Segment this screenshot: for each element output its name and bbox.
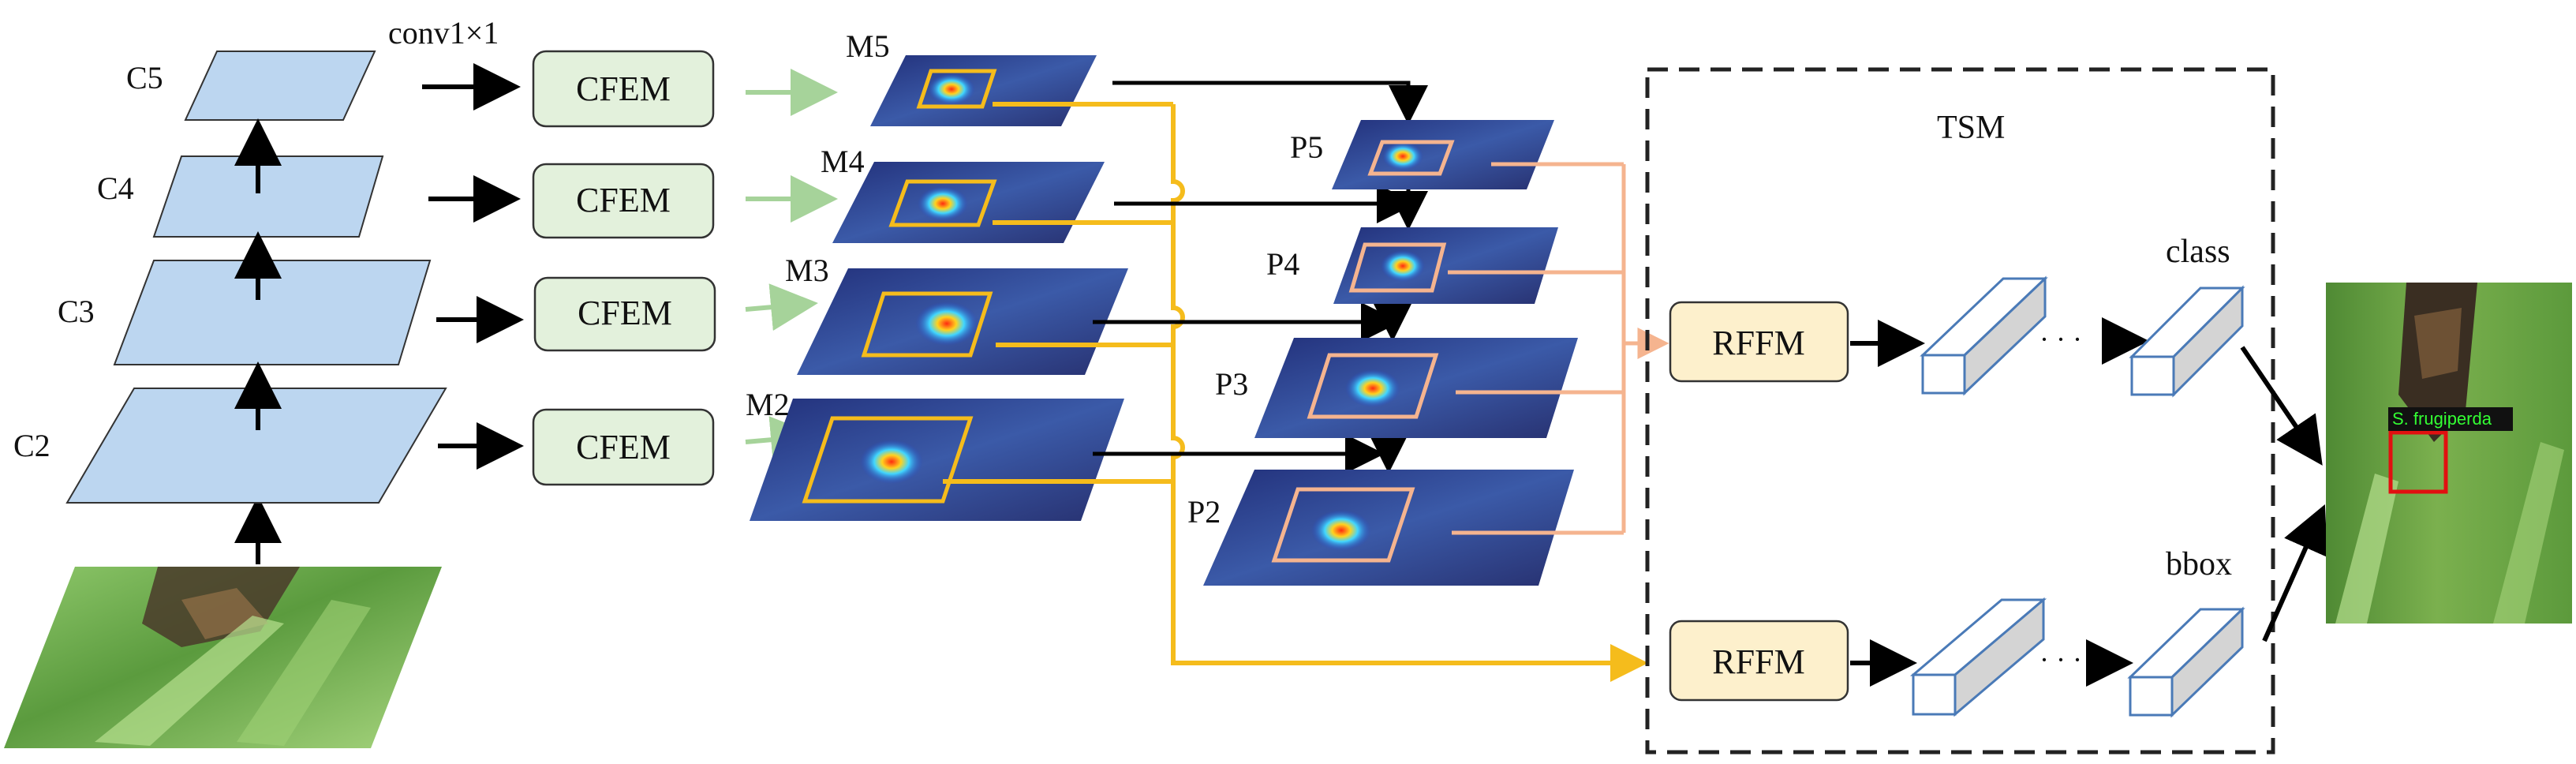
backbone-c2: [65, 388, 447, 504]
detection-output-image: S. frugiperda: [2326, 283, 2572, 624]
detection-label-bg: [2388, 407, 2513, 431]
label-m4: M4: [821, 144, 865, 179]
peach-path: [1448, 162, 1669, 535]
backbone: C5 C4 C3 C2: [13, 51, 447, 504]
label-p4: P4: [1266, 246, 1299, 282]
feature-map-p5: [1332, 120, 1554, 189]
arrow-cfem-to-m3: [745, 283, 818, 331]
dots-class: · · ·: [2039, 324, 2082, 355]
rffm-label-bottom: RFFM: [1712, 642, 1804, 681]
conv-block-class-1: [1920, 275, 2048, 396]
label-m2: M2: [746, 387, 790, 422]
label-m3: M3: [785, 253, 829, 288]
cfem-label-3: CFEM: [578, 294, 672, 332]
label-p3: P3: [1215, 366, 1248, 402]
yellow-path: [943, 102, 1648, 682]
input-image: [4, 567, 442, 748]
cfem-block-2: CFEM: [532, 408, 715, 486]
label-p5: P5: [1290, 129, 1323, 165]
feature-map-m4: [832, 162, 1105, 243]
label-m5: M5: [846, 28, 890, 64]
cfem-block-5: CFEM: [532, 50, 715, 128]
output-class-label: class: [2166, 234, 2230, 270]
arrow-class-to-output: [2240, 346, 2323, 466]
cfem-label-2: CFEM: [576, 428, 671, 466]
backbone-c5: [184, 51, 376, 121]
dots-bbox: · · ·: [2039, 644, 2082, 676]
feature-map-p2: [1203, 470, 1574, 586]
label-conv1x1: conv1×1: [388, 15, 499, 51]
feature-map-m3: [797, 268, 1128, 375]
label-p2: P2: [1187, 494, 1221, 530]
conv-block-bbox-2: [2127, 606, 2245, 718]
label-c5: C5: [126, 60, 163, 96]
feature-map-m2: [750, 399, 1124, 521]
feature-map-p4: [1333, 227, 1558, 304]
label-c4: C4: [97, 170, 134, 206]
output-bbox-label: bbox: [2166, 546, 2232, 582]
cfem-label-5: CFEM: [576, 69, 671, 108]
rffm-block-top: RFFM: [1669, 301, 1849, 383]
top-down-path: [1093, 81, 1428, 474]
feature-map-m5: [870, 55, 1097, 126]
detection-box: [2388, 430, 2448, 494]
label-c2: C2: [13, 428, 50, 463]
conv-block-bbox-1: [1909, 597, 2047, 717]
arrow-bbox-to-output: [2262, 504, 2327, 642]
cfem-block-3: CFEM: [533, 276, 716, 352]
conv-block-class-2: [2129, 285, 2245, 398]
feature-map-p3: [1254, 338, 1578, 438]
cfem-label-4: CFEM: [576, 181, 671, 219]
rffm-block-bottom: RFFM: [1669, 620, 1849, 702]
rffm-label-top: RFFM: [1712, 324, 1804, 362]
detection-label: S. frugiperda: [2392, 409, 2492, 429]
backbone-c3: [113, 260, 432, 365]
label-c3: C3: [58, 294, 95, 329]
tsm-box: [1645, 67, 2275, 755]
backbone-c4: [152, 155, 384, 238]
tsm-title: TSM: [1937, 110, 2005, 146]
cfem-block-4: CFEM: [532, 163, 715, 239]
